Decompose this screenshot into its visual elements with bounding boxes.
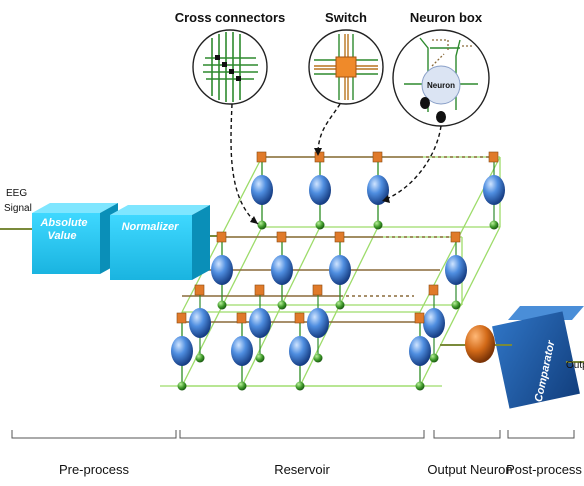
switch-node	[334, 231, 345, 243]
switch-node	[312, 284, 323, 296]
reservoir-unit	[409, 312, 431, 391]
preprocess-label: Pre-process	[59, 462, 130, 477]
absolute-value-text-line2: Value	[48, 230, 77, 242]
switch-callout	[308, 29, 384, 105]
reservoir-nodes	[171, 151, 505, 391]
reservoir-unit	[251, 151, 273, 230]
reservoir-neuron	[307, 308, 329, 338]
cross-connector-node	[177, 381, 187, 391]
cross-connector-node	[295, 381, 305, 391]
comparator-block	[492, 306, 584, 409]
neuron-icon	[421, 65, 461, 105]
cross-connector-node	[373, 220, 383, 230]
reservoir-unit	[171, 312, 193, 391]
cross-connector-node	[237, 381, 247, 391]
cross-connector-node	[257, 220, 267, 230]
reservoir-neuron	[289, 336, 311, 366]
reservoir-neuron	[211, 255, 233, 285]
switch-node	[450, 231, 461, 243]
switch-node	[176, 312, 187, 324]
cross-connector-node	[313, 353, 323, 363]
neuron-box-label: Neuron box	[410, 10, 483, 25]
reservoir-unit	[483, 151, 505, 230]
reservoir-unit	[307, 284, 329, 363]
reservoir-neuron	[309, 175, 331, 205]
cross-connector-node	[489, 220, 499, 230]
output-text: Outp	[566, 360, 584, 371]
cross-connectors-label: Cross connectors	[175, 10, 286, 25]
cross-connector-node	[451, 300, 461, 310]
reservoir-neuron	[483, 175, 505, 205]
cross-connector-node	[195, 353, 205, 363]
switch-node	[194, 284, 205, 296]
switch-node	[314, 151, 325, 163]
reservoir-neuron	[189, 308, 211, 338]
absolute-value-text-line1: Absolute	[39, 217, 87, 229]
cross-connector-node	[315, 220, 325, 230]
reservoir-neuron	[367, 175, 389, 205]
switch-node	[236, 312, 247, 324]
reservoir-unit	[423, 284, 445, 363]
reservoir-neuron	[249, 308, 271, 338]
normalizer-text: Normalizer	[122, 221, 180, 233]
reservoir-unit	[309, 151, 331, 230]
reservoir-unit	[231, 312, 253, 391]
reservoir-neuron	[329, 255, 351, 285]
eeg-label-line2: Signal	[4, 203, 32, 214]
cross-connector-node	[415, 381, 425, 391]
reservoir-unit	[249, 284, 271, 363]
cross-connector-node	[335, 300, 345, 310]
cross-connector-node	[217, 300, 227, 310]
reservoir-unit	[211, 231, 233, 310]
output-neuron	[465, 325, 495, 363]
switch-icon	[335, 56, 357, 78]
reservoir-unit	[445, 231, 467, 310]
reservoir-neuron	[271, 255, 293, 285]
cross-connector-node	[255, 353, 265, 363]
switch-node	[428, 284, 439, 296]
neuron-inner-label: Neuron	[427, 81, 455, 90]
switch-node	[372, 151, 383, 163]
reservoir-unit	[271, 231, 293, 310]
reservoir-label: Reservoir	[274, 462, 330, 477]
switch-label: Switch	[325, 10, 367, 25]
switch-node	[216, 231, 227, 243]
switch-node	[294, 312, 305, 324]
reservoir-neuron	[231, 336, 253, 366]
cross-connector-node	[429, 353, 439, 363]
output-neuron-label: Output Neuron	[427, 462, 512, 477]
reservoir-unit	[289, 312, 311, 391]
reservoir-neuron	[445, 255, 467, 285]
reservoir-unit	[189, 284, 211, 363]
switch-node	[488, 151, 499, 163]
stage-brackets	[11, 430, 575, 439]
reservoir-neuron	[423, 308, 445, 338]
reservoir-unit	[329, 231, 351, 310]
neuron-box-callout	[392, 29, 490, 127]
reservoir-neuron	[171, 336, 193, 366]
pointer-arrowheads	[250, 148, 390, 224]
cross-connectors-callout	[192, 29, 268, 105]
switch-node	[276, 231, 287, 243]
switch-node	[256, 151, 267, 163]
switch-node	[414, 312, 425, 324]
eeg-label-line1: EEG	[6, 188, 27, 199]
postprocess-label: Post-process	[506, 462, 582, 477]
reservoir-unit	[367, 151, 389, 230]
cross-connector-node	[277, 300, 287, 310]
reservoir-neuron	[251, 175, 273, 205]
normalizer-block	[110, 205, 210, 280]
switch-node	[254, 284, 265, 296]
reservoir-neuron	[409, 336, 431, 366]
